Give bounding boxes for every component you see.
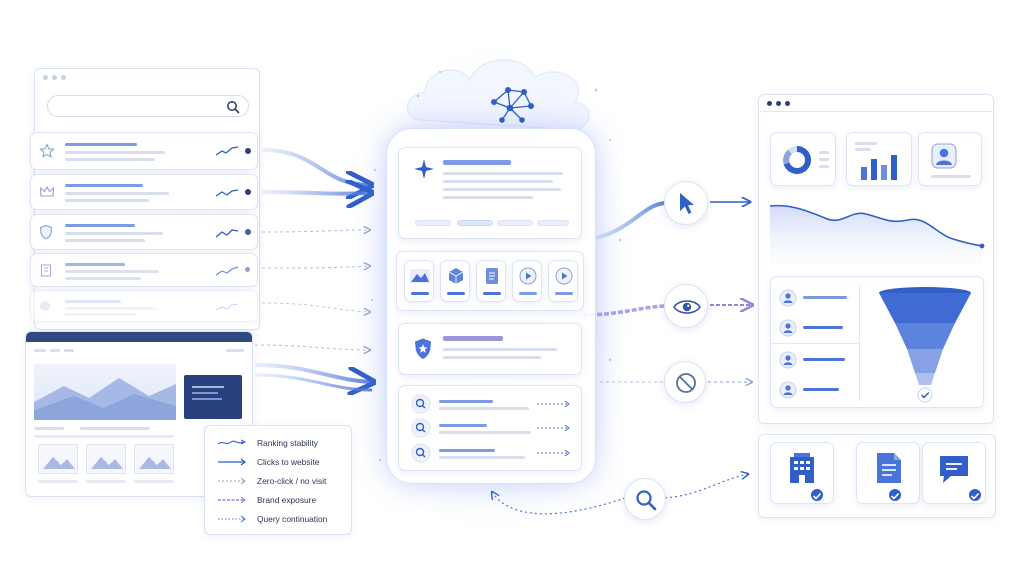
traffic-line-chart bbox=[770, 204, 985, 264]
source-chip-document[interactable] bbox=[476, 260, 506, 302]
crown-icon bbox=[39, 185, 55, 197]
search-icon bbox=[411, 418, 431, 438]
follow-up-query[interactable] bbox=[399, 392, 583, 416]
trend-icon bbox=[215, 266, 239, 276]
brand-shield-icon bbox=[415, 338, 431, 359]
trend-icon bbox=[215, 189, 239, 197]
funnel-user-row bbox=[779, 289, 797, 312]
play-icon bbox=[519, 267, 537, 285]
business-listing-card[interactable] bbox=[770, 442, 834, 504]
funnel-user-row bbox=[779, 381, 797, 404]
search-icon bbox=[636, 490, 657, 511]
document-asset-card[interactable] bbox=[856, 442, 920, 504]
review-message-card[interactable] bbox=[922, 442, 986, 504]
exposure-outcome-badge bbox=[664, 284, 708, 328]
check-icon bbox=[809, 487, 825, 503]
legend-zero-click: Zero-click / no visit bbox=[217, 474, 347, 488]
trend-icon bbox=[215, 303, 239, 311]
building-icon bbox=[40, 264, 52, 277]
dotted-arrow-icon bbox=[218, 496, 246, 504]
eye-icon bbox=[673, 300, 701, 314]
dashed-arrow-icon bbox=[218, 477, 246, 485]
query-continuation-badge bbox=[624, 478, 666, 520]
source-chips-row bbox=[396, 251, 584, 311]
network-icon bbox=[491, 87, 534, 123]
shield-icon bbox=[39, 224, 53, 240]
bar-chart-card[interactable] bbox=[846, 132, 912, 186]
search-icon bbox=[411, 443, 431, 463]
legend-brand-exposure: Brand exposure bbox=[217, 493, 347, 507]
follow-up-query[interactable] bbox=[399, 416, 583, 440]
cursor-icon bbox=[680, 193, 694, 214]
source-chip-image[interactable] bbox=[404, 260, 434, 302]
funnel-chart bbox=[879, 287, 971, 403]
ai-answer-card[interactable] bbox=[398, 147, 582, 239]
trend-icon bbox=[215, 229, 239, 238]
user-icon bbox=[779, 319, 797, 337]
source-chip-cube[interactable] bbox=[440, 260, 470, 302]
check-icon bbox=[887, 487, 903, 503]
star-icon bbox=[39, 143, 55, 158]
donut-chart-icon bbox=[783, 145, 811, 174]
source-chip-video[interactable] bbox=[512, 260, 542, 302]
legend-label: Zero-click / no visit bbox=[257, 476, 327, 486]
building-icon bbox=[790, 453, 814, 483]
legend-label: Ranking stability bbox=[257, 438, 318, 448]
search-input[interactable] bbox=[47, 95, 249, 117]
check-icon bbox=[967, 487, 983, 503]
user-icon bbox=[779, 289, 797, 307]
result-row-faded[interactable] bbox=[30, 290, 258, 322]
legend-ranking-stability: Ranking stability bbox=[217, 436, 347, 450]
donut-chart-card[interactable] bbox=[770, 132, 836, 186]
conversion-funnel-card bbox=[770, 276, 984, 408]
legend: Ranking stability Clicks to website Zero… bbox=[204, 425, 352, 535]
wavy-arrow-icon bbox=[217, 439, 247, 445]
funnel-user-row bbox=[779, 351, 797, 374]
source-chip-audio[interactable] bbox=[548, 260, 578, 302]
blocked-icon bbox=[676, 373, 696, 393]
cube-icon bbox=[448, 268, 464, 284]
document-icon bbox=[877, 453, 901, 483]
click-outcome-badge bbox=[664, 181, 708, 225]
zero-click-outcome-badge bbox=[664, 361, 706, 403]
funnel-user-row bbox=[779, 319, 797, 342]
brand-card[interactable] bbox=[398, 323, 582, 375]
window-controls bbox=[43, 75, 66, 80]
search-icon bbox=[411, 394, 431, 414]
follow-up-query[interactable] bbox=[399, 441, 583, 465]
trend-up-icon bbox=[215, 146, 239, 156]
user-profile-icon bbox=[931, 143, 957, 169]
user-icon bbox=[779, 351, 797, 369]
search-icon bbox=[227, 101, 240, 114]
legend-label: Brand exposure bbox=[257, 495, 317, 505]
dotted-arrow-icon bbox=[218, 515, 246, 523]
audio-icon bbox=[555, 267, 573, 285]
document-icon bbox=[486, 268, 498, 284]
result-row-crown[interactable] bbox=[30, 174, 258, 210]
legend-query-continuation: Query continuation bbox=[217, 512, 347, 526]
legend-clicks: Clicks to website bbox=[217, 455, 347, 469]
result-row-building[interactable] bbox=[30, 253, 258, 287]
chat-bubble-icon bbox=[940, 456, 968, 483]
window-controls bbox=[767, 101, 790, 106]
legend-label: Clicks to website bbox=[257, 457, 320, 467]
image-icon bbox=[410, 269, 430, 283]
sparkle-icon bbox=[414, 159, 434, 179]
result-row-star[interactable] bbox=[30, 132, 258, 170]
follow-up-queries-card bbox=[398, 385, 582, 471]
website-window bbox=[25, 331, 253, 497]
user-icon bbox=[779, 381, 797, 399]
profile-card[interactable] bbox=[918, 132, 982, 186]
legend-label: Query continuation bbox=[257, 514, 328, 524]
solid-arrow-icon bbox=[218, 458, 246, 466]
result-row-shield[interactable] bbox=[30, 214, 258, 250]
bar-chart-icon bbox=[861, 155, 897, 180]
